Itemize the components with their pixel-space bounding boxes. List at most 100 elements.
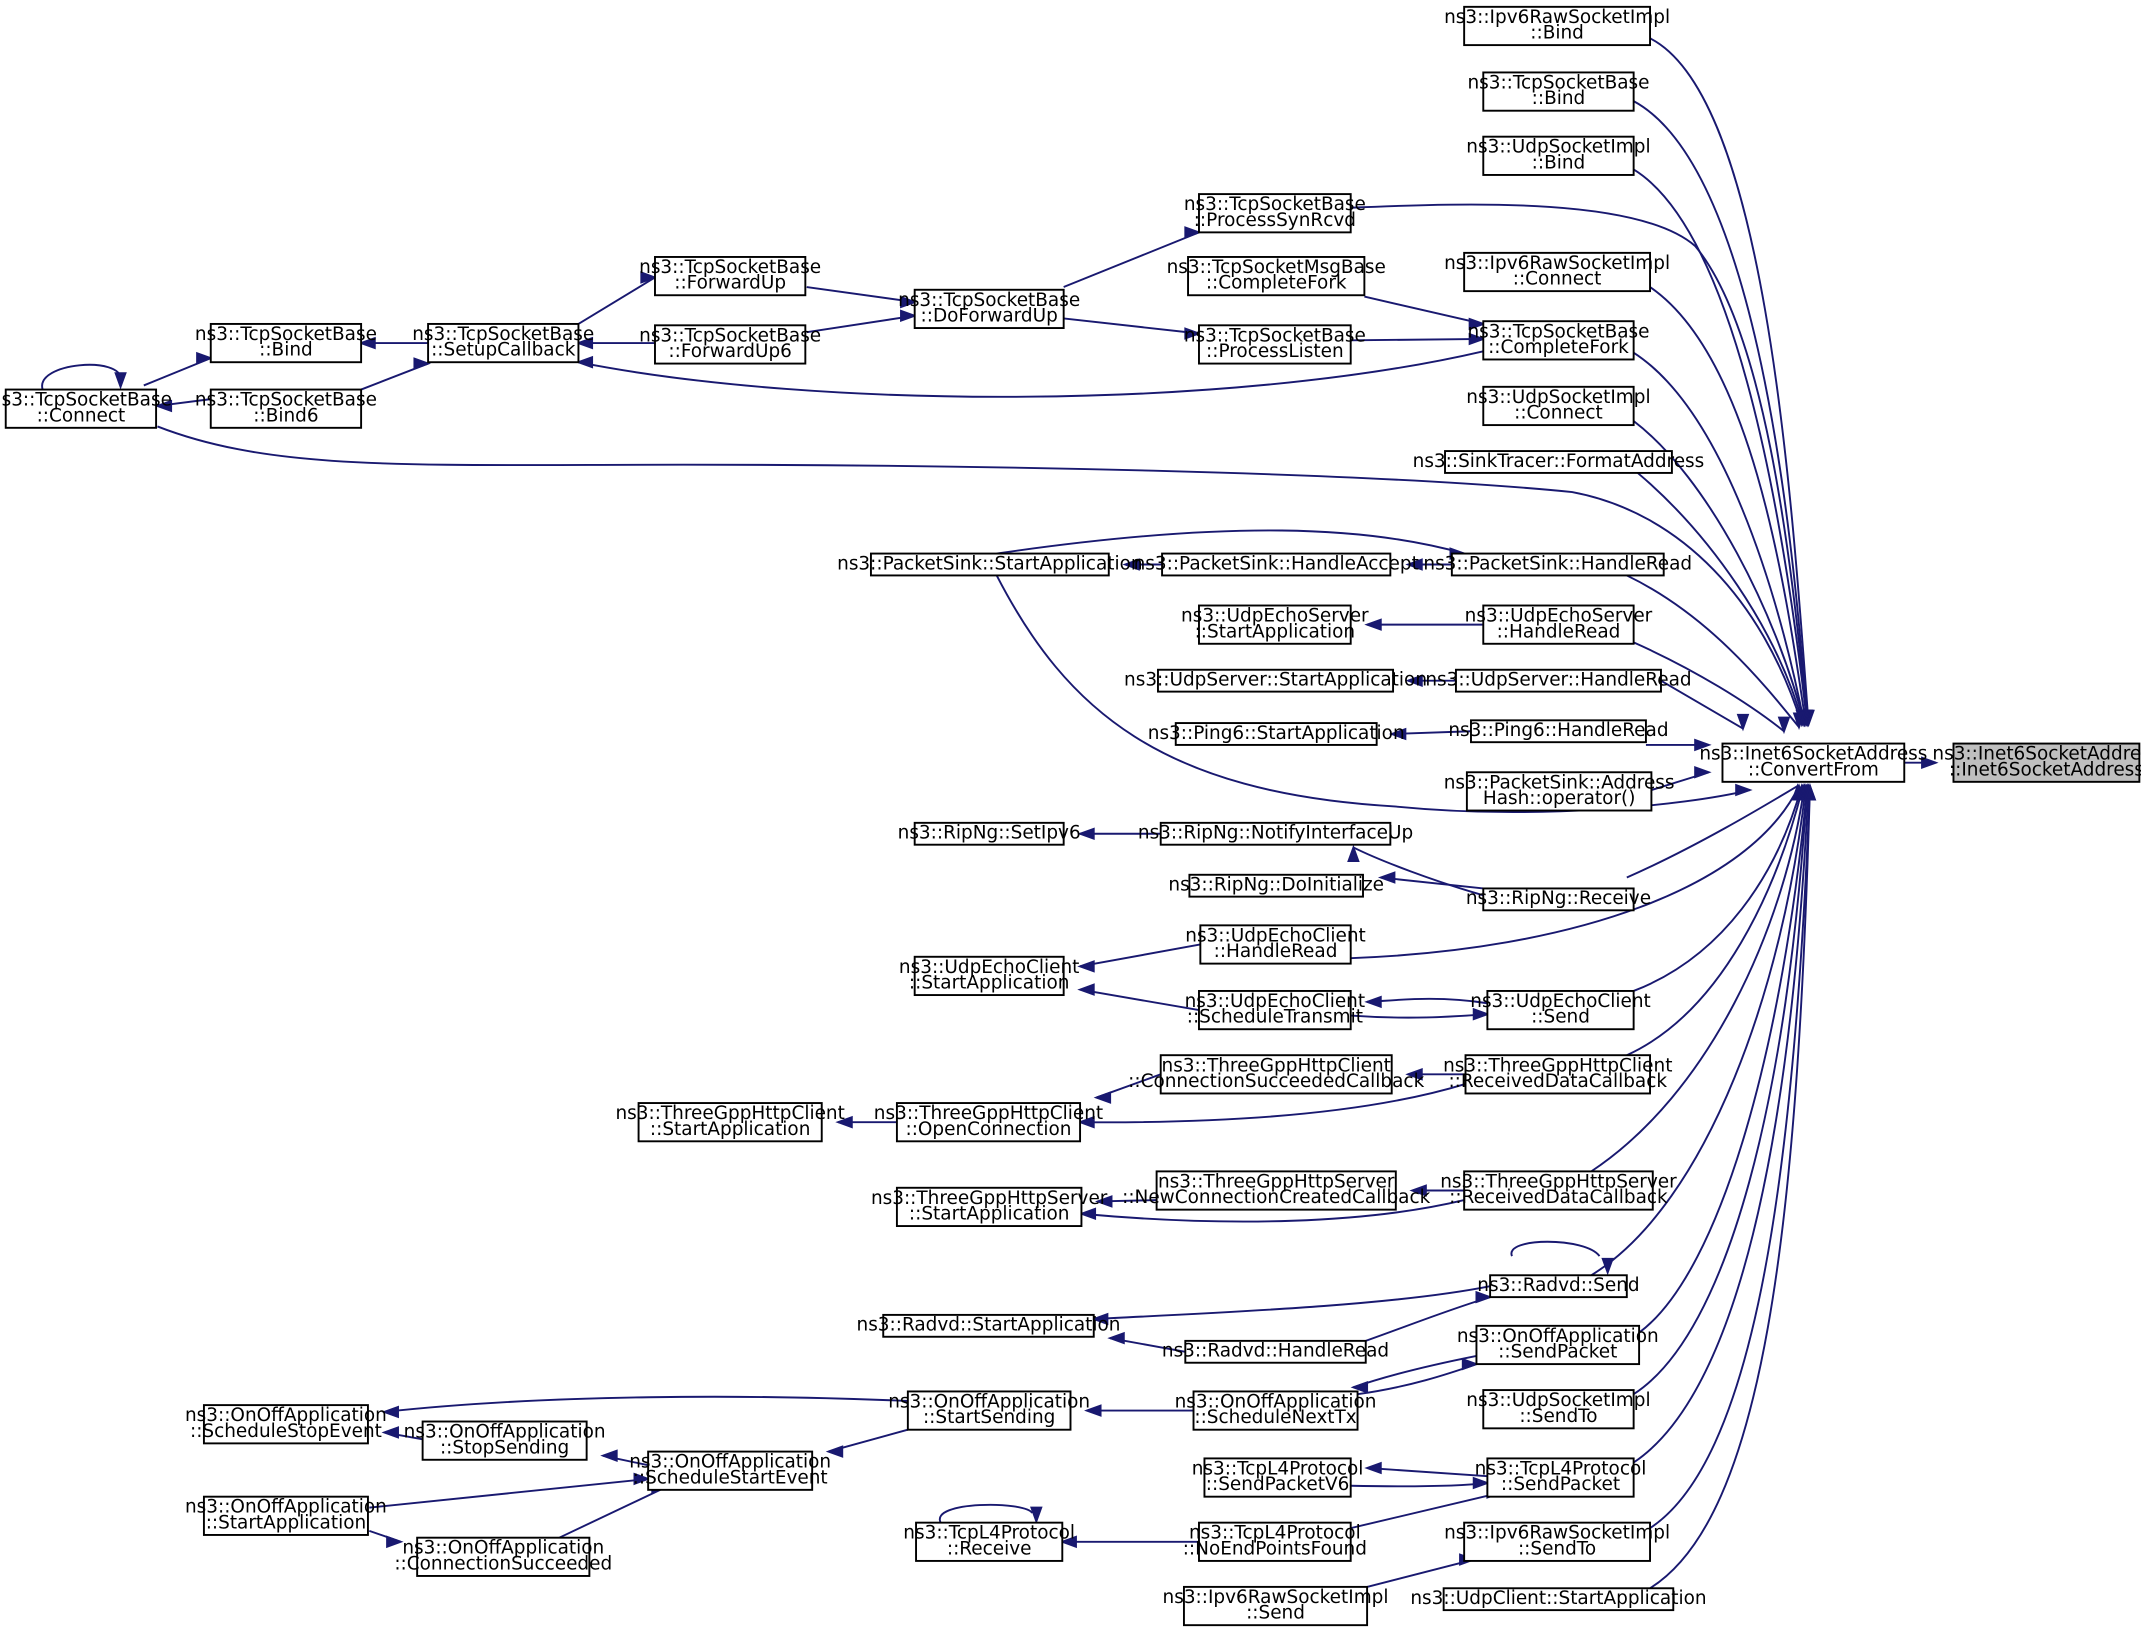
node-forwardup6[interactable]: ns3::TcpSocketBase::ForwardUp6 [639, 324, 821, 365]
node-radvd-handleread[interactable]: ns3::Radvd::HandleRead [1162, 1339, 1389, 1364]
node-onoff-startsending[interactable]: ns3::OnOffApplication::StartSending [888, 1390, 1090, 1431]
call-edge [1405, 558, 1452, 571]
node-thc-startapp[interactable]: ns3::ThreeGppHttpClient::StartApplicatio… [615, 1102, 845, 1143]
node-ths-newconn[interactable]: ns3::ThreeGppHttpServer::NewConnectionCr… [1122, 1170, 1431, 1211]
call-edge [575, 350, 1484, 398]
node-ipv6raw-connect[interactable]: ns3::Ipv6RawSocketImpl::Connect [1444, 251, 1670, 293]
node-label: ns3::Inet6SocketAddress [1699, 744, 1927, 765]
node-ripng-notify[interactable]: ns3::RipNg::NotifyInterfaceUp [1138, 821, 1413, 846]
node-ps-startapp[interactable]: ns3::PacketSink::StartApplication [837, 552, 1143, 577]
node-ps-handleaccept[interactable]: ns3::PacketSink::HandleAccept [1134, 552, 1419, 577]
node-label: ns3::SinkTracer::FormatAddress [1413, 451, 1705, 472]
node-ripng-receive[interactable]: ns3::RipNg::Receive [1466, 887, 1651, 912]
node-box [1482, 385, 1635, 427]
edge-line [806, 286, 915, 304]
node-tcpl4-sendpacket[interactable]: ns3::TcpL4Protocol::SendPacket [1475, 1457, 1647, 1498]
node-radvd-send[interactable]: ns3::Radvd::Send [1477, 1274, 1640, 1299]
node-onoff-stopsending[interactable]: ns3::OnOffApplication::StopSending [404, 1420, 606, 1461]
node-us-startapp[interactable]: ns3::UdpServer::StartApplication [1124, 668, 1427, 693]
node-label: ::NoEndPointsFound [1183, 1538, 1367, 1559]
node-udp-sendto[interactable]: ns3::UdpSocketImpl::SendTo [1466, 1389, 1651, 1430]
node-processlisten[interactable]: ns3::TcpSocketBase::ProcessListen [1184, 324, 1366, 365]
call-edge [1510, 1240, 1614, 1276]
node-ping6-startapp[interactable]: ns3::Ping6::StartApplication [1148, 722, 1405, 746]
node-ps-handleread[interactable]: ns3::PacketSink::HandleRead [1423, 552, 1692, 577]
node-tcpl4-sendpacketv6[interactable]: ns3::TcpL4Protocol::SendPacketV6 [1192, 1457, 1364, 1498]
node-box [1482, 320, 1635, 361]
node-label: ns3::UdpClient::StartApplication [1410, 1588, 1706, 1609]
node-onoff-sendpacket[interactable]: ns3::OnOffApplication::SendPacket [1457, 1324, 1659, 1366]
node-tcpl4-receive[interactable]: ns3::TcpL4Protocol::Receive [903, 1521, 1075, 1562]
node-doforwardup[interactable]: ns3::TcpSocketBase::DoForwardUp [898, 288, 1080, 329]
node-label: ns3::PacketSink::Address [1444, 772, 1675, 793]
node-uec-handleread[interactable]: ns3::UdpEchoClient::HandleRead [1185, 924, 1366, 965]
node-thc-openconn[interactable]: ns3::ThreeGppHttpClient::OpenConnection [874, 1102, 1103, 1143]
node-thc-connsucc[interactable]: ns3::ThreeGppHttpClient::ConnectionSucce… [1128, 1054, 1425, 1095]
node-uec-startapp[interactable]: ns3::UdpEchoClient::StartApplication [899, 955, 1079, 997]
node-ues-startapp[interactable]: ns3::UdpEchoServer::StartApplication [1181, 604, 1369, 645]
node-label: ::ScheduleStopEvent [190, 1421, 382, 1442]
node-label: ns3::TcpSocketBase [0, 390, 172, 411]
node-label: ns3::Ping6::HandleRead [1448, 720, 1668, 741]
call-edge [1350, 1476, 1491, 1490]
node-udpclient-startapp[interactable]: ns3::UdpClient::StartApplication [1410, 1587, 1707, 1612]
node-sinktracer[interactable]: ns3::SinkTracer::FormatAddress [1413, 450, 1705, 474]
node-convertfrom[interactable]: ns3::Inet6SocketAddress::ConvertFrom [1699, 742, 1927, 783]
node-onoff-connsucc[interactable]: ns3::OnOffApplication::ConnectionSucceed… [394, 1536, 612, 1577]
node-label: ns3::RipNg::SetIpv6 [898, 823, 1081, 844]
node-ths-startapp[interactable]: ns3::ThreeGppHttpServer::StartApplicatio… [871, 1186, 1108, 1228]
call-edge [1077, 827, 1161, 841]
node-ping6-handleread[interactable]: ns3::Ping6::HandleRead [1448, 719, 1669, 744]
node-uec-send[interactable]: ns3::UdpEchoClient::Send [1470, 989, 1651, 1031]
node-radvd-startapp[interactable]: ns3::Radvd::StartApplication [857, 1313, 1121, 1338]
node-target[interactable]: ns3::Inet6SocketAddress::Inet6SocketAddr… [1932, 742, 2141, 783]
node-us-handleread[interactable]: ns3::UdpServer::HandleRead [1425, 668, 1692, 693]
node-ues-handleread[interactable]: ns3::UdpEchoServer::HandleRead [1465, 604, 1653, 645]
node-setupcallback[interactable]: ns3::TcpSocketBase::SetupCallback [412, 322, 594, 364]
node-box [1192, 1390, 1359, 1431]
node-udp-bind[interactable]: ns3::UdpSocketImpl::Bind [1466, 135, 1651, 176]
node-label: ns3::RipNg::DoInitialize [1168, 874, 1384, 895]
node-uec-schedule[interactable]: ns3::UdpEchoClient::ScheduleTransmit [1185, 989, 1365, 1031]
node-ripng-doinit[interactable]: ns3::RipNg::DoInitialize [1168, 873, 1384, 898]
call-edge [1365, 1290, 1493, 1342]
node-label: ::SetupCallback [431, 340, 576, 361]
call-edge [1377, 871, 1484, 890]
node-label: ns3::Ipv6RawSocketImpl [1444, 253, 1670, 274]
node-onoff-schedstop[interactable]: ns3::OnOffApplication::ScheduleStopEvent [185, 1404, 387, 1445]
arrowhead-icon [1184, 327, 1202, 340]
node-processsynrcvd[interactable]: ns3::TcpSocketBase::ProcessSynRcvd [1184, 193, 1366, 234]
node-ipv6raw-send[interactable]: ns3::Ipv6RawSocketImpl::Send [1163, 1585, 1389, 1627]
node-forwardup[interactable]: ns3::TcpSocketBase::ForwardUp [639, 256, 821, 297]
node-tcpl4-noendpoints[interactable]: ns3::TcpL4Protocol::NoEndPointsFound [1183, 1521, 1367, 1562]
node-label: ns3::Radvd::HandleRead [1162, 1341, 1389, 1362]
node-tcp-bind-r[interactable]: ns3::TcpSocketBase::Bind [1467, 71, 1649, 112]
node-ipv6raw-sendto[interactable]: ns3::Ipv6RawSocketImpl::SendTo [1444, 1521, 1670, 1562]
node-msgbase-completefork[interactable]: ns3::TcpSocketMsgBase::CompleteFork [1167, 256, 1386, 297]
call-edge [1077, 983, 1200, 1012]
arrowhead-icon [1184, 226, 1202, 239]
node-onoff-startapp[interactable]: ns3::OnOffApplication::StartApplication [185, 1495, 387, 1536]
node-udp-connect[interactable]: ns3::UdpSocketImpl::Connect [1466, 385, 1651, 427]
node-thc-received[interactable]: ns3::ThreeGppHttpClient::ReceivedDataCal… [1443, 1054, 1672, 1095]
node-tcp-completefork[interactable]: ns3::TcpSocketBase::CompleteFork [1467, 320, 1649, 361]
arrowhead-icon [1735, 783, 1753, 797]
node-ripng-setipv6[interactable]: ns3::RipNg::SetIpv6 [898, 821, 1081, 846]
node-tcp-connect[interactable]: ns3::TcpSocketBase::Connect [0, 388, 172, 429]
call-edge [1078, 1199, 1465, 1223]
arrowhead-icon [1364, 995, 1382, 1009]
call-edge [577, 271, 658, 325]
call-edge [1095, 1195, 1157, 1208]
node-onoff-schednexttx[interactable]: ns3::OnOffApplication::ScheduleNextTx [1175, 1390, 1377, 1431]
node-label: Hash::operator() [1483, 788, 1636, 809]
arrowhead-icon [1388, 727, 1407, 741]
node-ipv6raw-bind[interactable]: ns3::Ipv6RawSocketImpl::Bind [1444, 5, 1670, 47]
node-tcp-bind-l[interactable]: ns3::TcpSocketBase::Bind [195, 322, 377, 364]
node-onoff-schedstart[interactable]: ns3::OnOffApplication::ScheduleStartEven… [629, 1450, 831, 1491]
node-ths-received[interactable]: ns3::ThreeGppHttpServer::ReceivedDataCal… [1440, 1170, 1677, 1211]
node-label: ::NewConnectionCreatedCallback [1122, 1187, 1430, 1208]
node-tcp-bind6[interactable]: ns3::TcpSocketBase::Bind6 [195, 388, 377, 429]
arrowhead-icon [1090, 1312, 1109, 1326]
node-label: ::ProcessSynRcvd [1194, 210, 1356, 231]
